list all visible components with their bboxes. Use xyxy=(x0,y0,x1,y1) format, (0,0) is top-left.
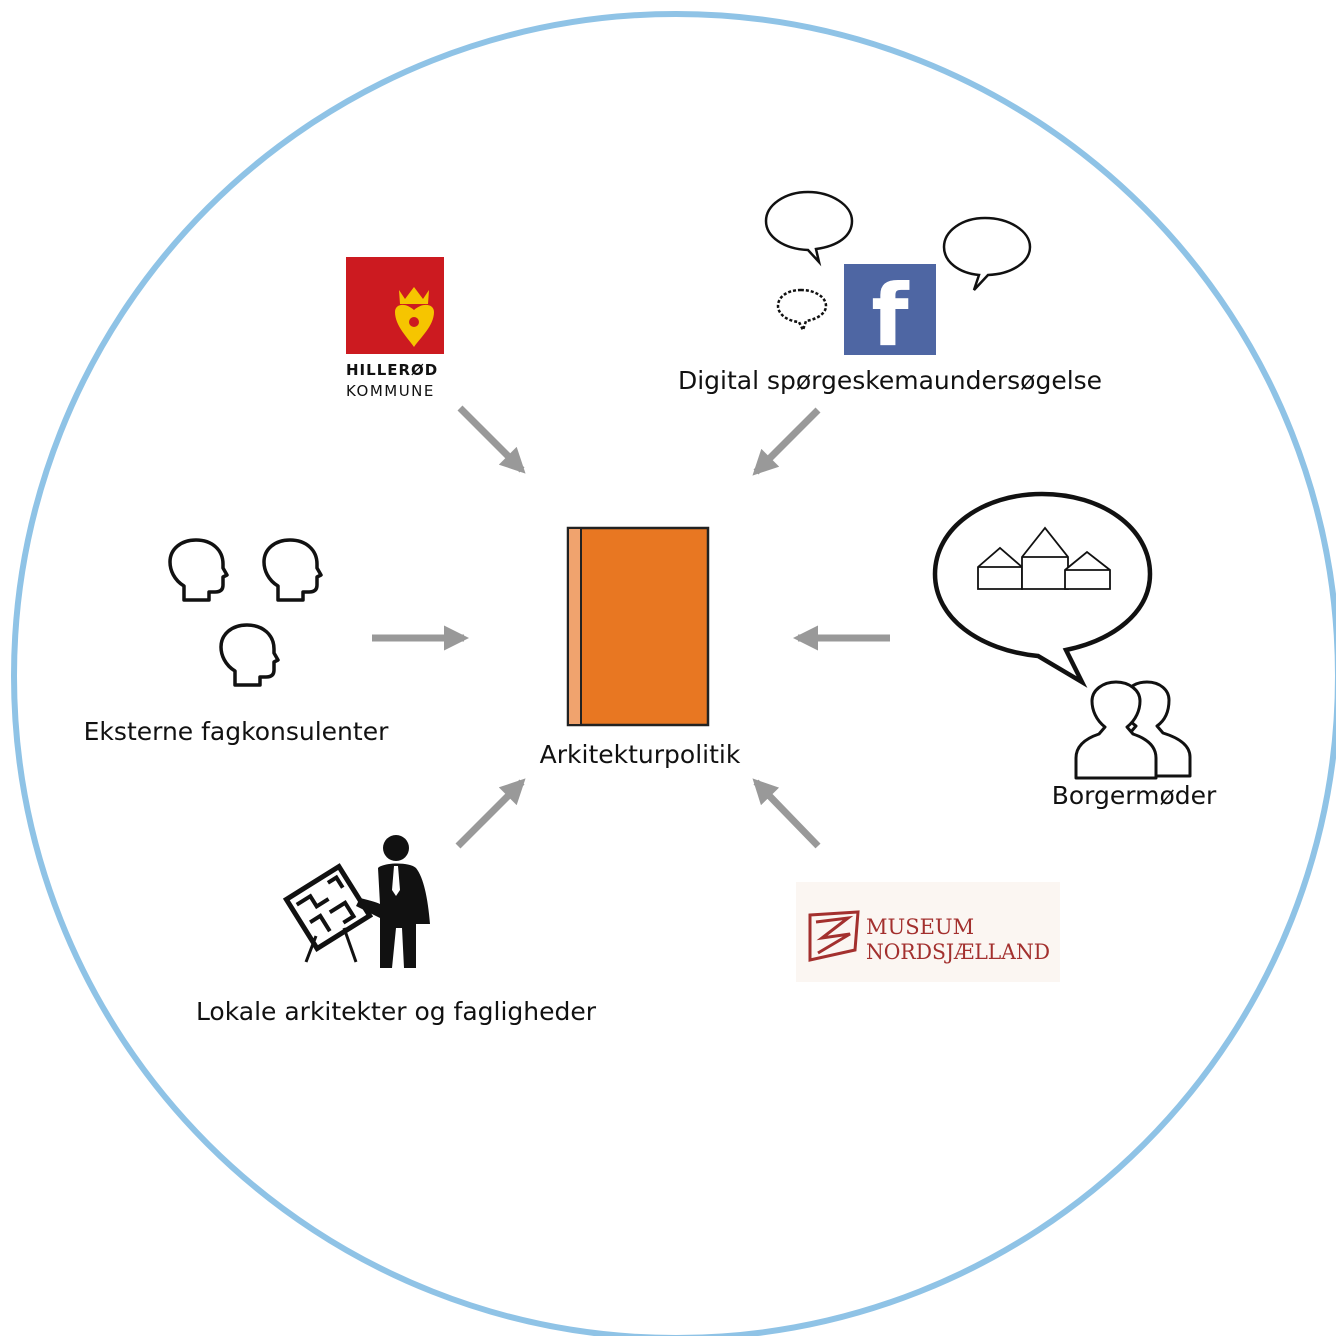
head-icon xyxy=(168,538,229,602)
center-label: Arkitekturpolitik xyxy=(540,740,741,769)
facebook-icon: f xyxy=(844,264,936,366)
logo-line-1: HILLERØD xyxy=(346,361,438,379)
museum-nordsjaelland-logo: MUSEUM NORDSJÆLLAND xyxy=(796,882,1060,982)
arrow-architects xyxy=(455,778,526,849)
boundary-circle xyxy=(11,11,1336,1336)
speech-bubble-icon xyxy=(764,190,1032,334)
crest-icon xyxy=(395,287,434,347)
logo-line-1: MUSEUM xyxy=(866,915,974,939)
arrows xyxy=(372,405,890,849)
digital-survey-node: f Digital spørgeskemaundersøgelse xyxy=(678,190,1102,395)
book-icon xyxy=(566,526,710,727)
center-node: Arkitekturpolitik xyxy=(540,526,741,769)
museum-emblem-icon xyxy=(808,910,860,962)
architects-node: Lokale arkitekter og fagligheder xyxy=(196,835,597,1026)
citizens-label: Borgermøder xyxy=(1052,781,1217,810)
people-icon xyxy=(1074,680,1192,780)
arrow-museum xyxy=(752,778,821,849)
architects-label: Lokale arkitekter og fagligheder xyxy=(196,997,597,1026)
house-icon xyxy=(977,526,1111,590)
logo-line-2: NORDSJÆLLAND xyxy=(866,940,1050,964)
architect-icon xyxy=(282,835,430,968)
citizens-node: Borgermøder xyxy=(932,491,1217,810)
consultants-label: Eksterne fagkonsulenter xyxy=(84,717,389,746)
digital-survey-label: Digital spørgeskemaundersøgelse xyxy=(678,366,1102,395)
logo-line-2: KOMMUNE xyxy=(346,382,435,400)
consultants-node: Eksterne fagkonsulenter xyxy=(84,538,389,746)
head-icon xyxy=(219,623,280,687)
arrow-municipality xyxy=(457,405,526,474)
hillerod-kommune-logo: HILLERØD KOMMUNE xyxy=(346,257,444,400)
svg-text:f: f xyxy=(871,266,910,366)
speech-bubble-houses-icon xyxy=(932,491,1153,688)
arrow-digital xyxy=(752,407,821,476)
head-icon xyxy=(262,538,323,602)
